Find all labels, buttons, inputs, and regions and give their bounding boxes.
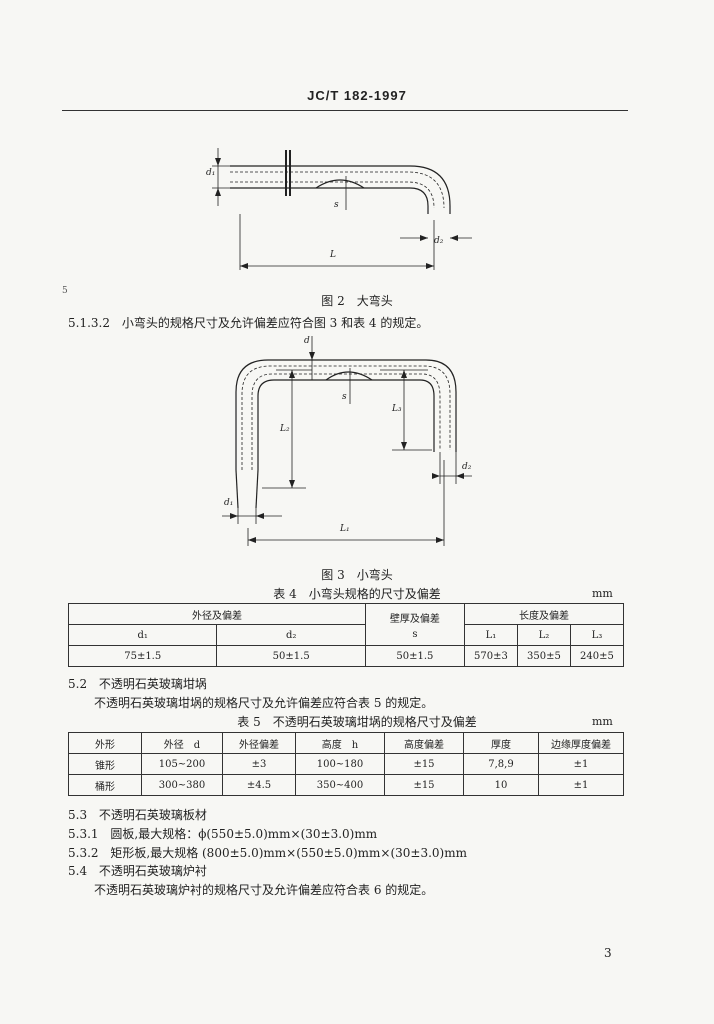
- table-cell: 100~180: [295, 753, 385, 775]
- section-5-3: 5.3 不透明石英玻璃板材: [68, 808, 207, 822]
- fig3-label-d2: d₂: [462, 462, 472, 472]
- table-cell: 10: [463, 774, 539, 796]
- table-cell: 锥形: [68, 753, 142, 775]
- fig2-label-s: s: [334, 200, 339, 210]
- table-row: 桶形 300~380 ±4.5 350~400 ±15 10 ±1: [68, 774, 624, 796]
- fig3-label-L3: L₃: [392, 404, 402, 414]
- section-5-3-1: 5.3.1 圆板,最大规格：ϕ(550±5.0)mm×(30±3.0)mm: [68, 827, 378, 841]
- table-cell: 350~400: [295, 774, 385, 796]
- table-4-unit: mm: [592, 587, 613, 600]
- table-cell: ±15: [384, 774, 464, 796]
- table-5-header: 外形: [68, 732, 142, 754]
- table-cell: 350±5: [516, 645, 571, 667]
- table-cell: 75±1.5: [67, 645, 218, 667]
- table-cell: 570±3: [463, 645, 518, 667]
- page-header-title: JC/T 182-1997: [307, 88, 407, 103]
- table-4-sub-header: L₃: [569, 624, 625, 646]
- table-cell: ±1: [538, 753, 624, 775]
- table-5-header: 外径 d: [141, 732, 223, 754]
- fig2-label-d2: d₂: [434, 236, 444, 246]
- fig3-label-L1: L₁: [340, 524, 350, 534]
- table-4-sub-header: L₂: [516, 624, 571, 646]
- header-rule: [62, 110, 628, 111]
- table-4: 外径及偏差 壁厚及偏差 s 长度及偏差 d₁ d₂ L₁ L₂ L₃ 75±1.…: [67, 603, 625, 667]
- table-cell: 50±1.5: [364, 645, 465, 667]
- table-cell: ±4.5: [222, 774, 296, 796]
- table-5-header: 高度偏差: [384, 732, 464, 754]
- table-cell: 桶形: [68, 774, 142, 796]
- fig3-label-s: s: [342, 392, 347, 402]
- table-4-title: 表 4 小弯头规格的尺寸及偏差: [273, 587, 441, 601]
- table-cell: 105~200: [141, 753, 223, 775]
- section-5-2-heading: 5.2 不透明石英玻璃坩埚: [68, 677, 207, 691]
- section-number: 5.1.3.2: [68, 316, 110, 330]
- table-4-group-header: 长度及偏差: [463, 603, 625, 625]
- table-5-header: 厚度: [463, 732, 539, 754]
- table-row: 75±1.5 50±1.5 50±1.5 570±3 350±5 240±5: [67, 645, 625, 667]
- fig3-label-d: d: [304, 336, 310, 346]
- table-cell: 240±5: [569, 645, 625, 667]
- table-5-header: 边缘厚度偏差: [538, 732, 624, 754]
- fig2-label-L: L: [330, 250, 336, 260]
- section-5-1-3-2: 5.1.3.2 小弯头的规格尺寸及允许偏差应符合图 3 和表 4 的规定。: [68, 314, 428, 331]
- fig2-label-d1: d₁: [206, 168, 216, 178]
- section-5-4-heading: 5.4 不透明石英玻璃炉衬: [68, 864, 207, 878]
- table-5-title: 表 5 不透明石英玻璃坩埚的规格尺寸及偏差: [237, 715, 477, 729]
- section-5-3-2: 5.3.2 矩形板,最大规格 (800±5.0)mm×(550±5.0)mm×(…: [68, 846, 467, 860]
- table-4-sub-header: d₁: [67, 624, 218, 646]
- table-cell: ±15: [384, 753, 464, 775]
- figure-3-caption: 图 3 小弯头: [321, 568, 393, 582]
- table-4-group-header: 壁厚及偏差 s: [364, 603, 465, 646]
- section-text: 小弯头的规格尺寸及允许偏差应符合图 3 和表 4 的规定。: [121, 316, 429, 330]
- table-cell: ±1: [538, 774, 624, 796]
- margin-mark: 5: [62, 286, 68, 296]
- table-cell: 7,8,9: [463, 753, 539, 775]
- table-5-header: 外径偏差: [222, 732, 296, 754]
- table-4-sub-header: L₁: [463, 624, 518, 646]
- table-row: 锥形 105~200 ±3 100~180 ±15 7,8,9 ±1: [68, 753, 624, 775]
- figure-2-caption: 图 2 大弯头: [321, 294, 393, 308]
- table-cell: 50±1.5: [216, 645, 366, 667]
- section-5-2-text: 不透明石英玻璃坩埚的规格尺寸及允许偏差应符合表 5 的规定。: [94, 696, 434, 710]
- table-5: 外形 外径 d 外径偏差 高度 h 高度偏差 厚度 边缘厚度偏差 锥形 105~…: [68, 732, 624, 796]
- fig3-label-d1: d₁: [224, 498, 234, 508]
- table-4-sub-header: d₂: [216, 624, 366, 646]
- section-5-4-text: 不透明石英玻璃炉衬的规格尺寸及允许偏差应符合表 6 的规定。: [94, 883, 434, 897]
- table-5-unit: mm: [592, 715, 613, 728]
- table-cell: ±3: [222, 753, 296, 775]
- fig3-label-L2: L₂: [280, 424, 290, 434]
- page-number: 3: [604, 946, 612, 960]
- table-cell: 300~380: [141, 774, 223, 796]
- table-4-group-header: 外径及偏差: [68, 603, 366, 625]
- table-5-header: 高度 h: [295, 732, 385, 754]
